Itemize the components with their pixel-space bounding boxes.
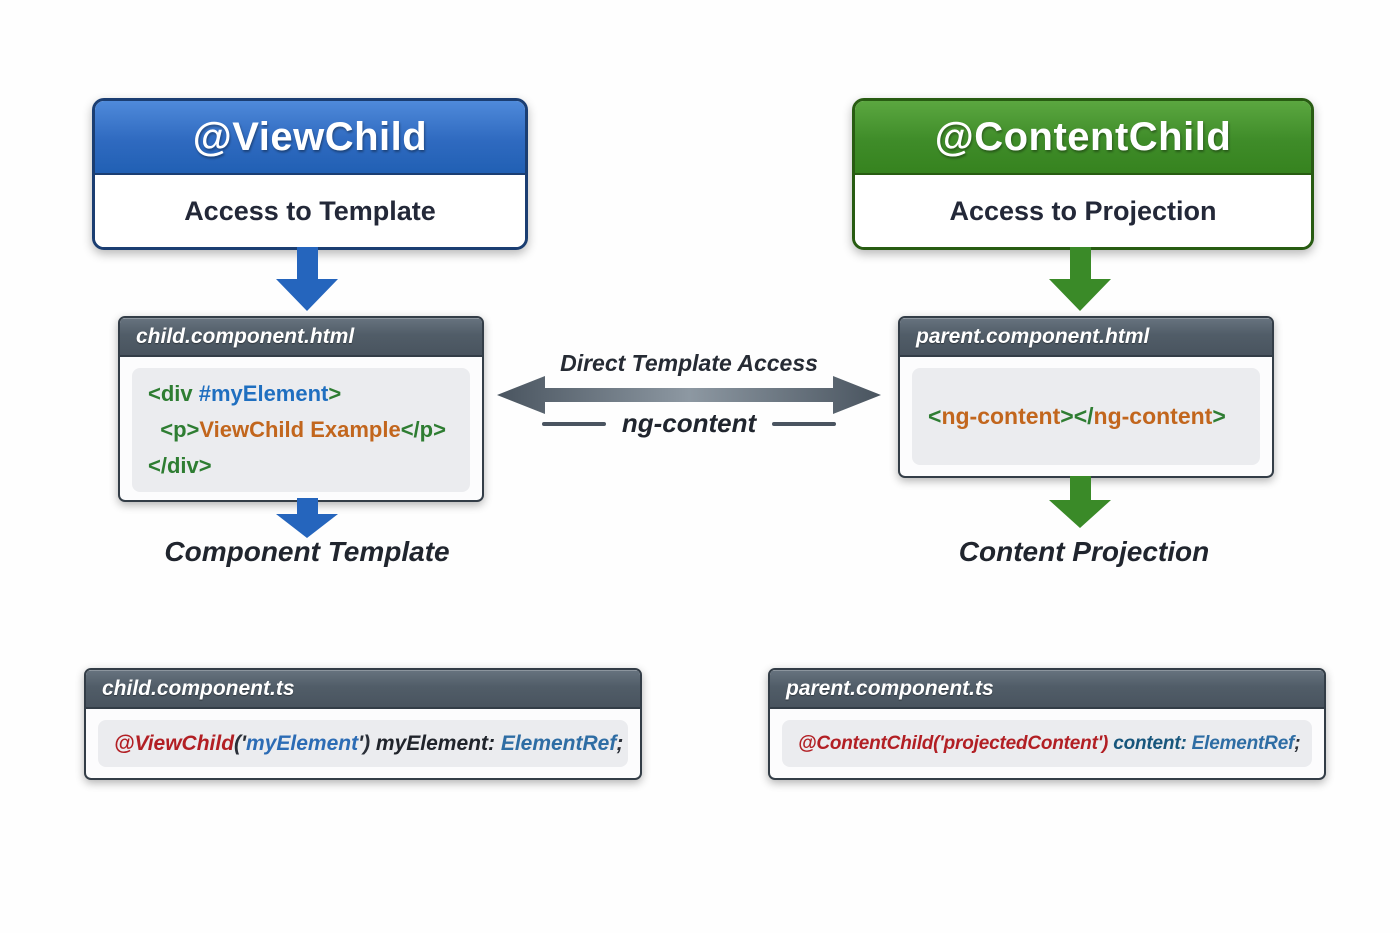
child-html-window: child.component.html <div #myElement> <p… bbox=[118, 316, 484, 502]
arrow-head bbox=[1049, 279, 1111, 311]
child-ts-window: child.component.ts @ViewChild('myElement… bbox=[84, 668, 642, 780]
code-line: <ng-content></ng-content> bbox=[928, 403, 1226, 429]
code-panel: @ViewChild('myElement') myElement: Eleme… bbox=[98, 720, 628, 767]
viewchild-badge: @ViewChild Access to Template bbox=[92, 98, 528, 250]
viewchild-badge-title: @ViewChild bbox=[95, 101, 525, 175]
code-line: @ViewChild('myElement') myElement: Eleme… bbox=[114, 731, 624, 755]
child-ts-window-title: child.component.ts bbox=[86, 670, 640, 709]
arrow-down-icon bbox=[276, 247, 338, 311]
code-panel: <ng-content></ng-content> bbox=[912, 368, 1260, 465]
code-line: @ContentChild('projectedContent') conten… bbox=[798, 732, 1301, 754]
code-line: <p>ViewChild Example</p> bbox=[148, 417, 446, 442]
arrow-stem bbox=[296, 498, 318, 514]
child-html-window-title: child.component.html bbox=[120, 318, 482, 357]
parent-ts-window-title: parent.component.ts bbox=[770, 670, 1324, 709]
arrow-stem bbox=[1069, 247, 1091, 279]
dash-line bbox=[772, 421, 837, 426]
arrow-down-icon bbox=[276, 498, 338, 538]
ng-content-label: ng-content bbox=[621, 408, 757, 438]
arrow-stem bbox=[296, 247, 318, 279]
parent-ts-window: parent.component.ts @ContentChild('proje… bbox=[768, 668, 1326, 780]
parent-html-window-title: parent.component.html bbox=[900, 318, 1272, 357]
code-line: </div> bbox=[148, 453, 212, 478]
content-projection-label: Content Projection bbox=[958, 536, 1210, 567]
direct-template-access-label: Direct Template Access bbox=[560, 350, 818, 376]
arrow-down-icon bbox=[1049, 476, 1111, 528]
code-panel: @ContentChild('projectedContent') conten… bbox=[782, 720, 1312, 767]
contentchild-badge-title: @ContentChild bbox=[855, 101, 1311, 175]
contentchild-badge-subtitle: Access to Projection bbox=[855, 175, 1311, 247]
arrow-down-icon bbox=[1049, 247, 1111, 311]
arrow-stem bbox=[1069, 476, 1091, 500]
code-panel: <div #myElement> <p>ViewChild Example</p… bbox=[132, 368, 470, 492]
bidirectional-arrow-icon bbox=[497, 376, 881, 414]
contentchild-badge: @ContentChild Access to Projection bbox=[852, 98, 1314, 250]
arrow-head bbox=[276, 514, 338, 538]
parent-html-window: parent.component.html <ng-content></ng-c… bbox=[898, 316, 1274, 478]
component-template-label: Component Template bbox=[164, 536, 450, 567]
dash-line bbox=[541, 421, 606, 426]
ng-content-label-row: ng-content bbox=[495, 408, 883, 439]
code-line: <div #myElement> bbox=[148, 381, 342, 406]
arrow-head bbox=[276, 279, 338, 311]
arrow-head bbox=[1049, 500, 1111, 528]
viewchild-badge-subtitle: Access to Template bbox=[95, 175, 525, 247]
